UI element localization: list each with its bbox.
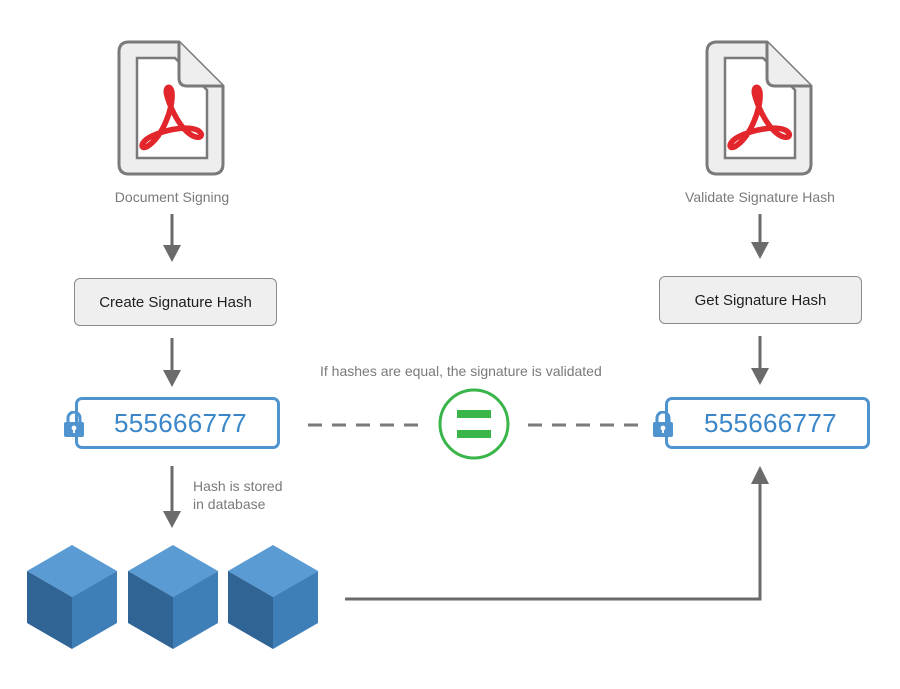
pdf-document-icon [119,42,223,174]
right-hash-field: 555666777 [665,397,870,449]
lock-icon [63,411,85,438]
comparison-note: If hashes are equal, the signature is va… [320,363,602,379]
storage-note-line: Hash is stored [193,478,283,494]
validate-signature-hash-caption: Validate Signature Hash [685,189,835,205]
arrow-up-connector [345,466,769,601]
equal-sign-icon [438,388,510,460]
arrow-down-icon [163,214,181,262]
get-signature-hash-button[interactable]: Get Signature Hash [659,276,862,324]
left-hash-value: 555666777 [114,407,247,438]
arrow-down-icon [751,214,769,259]
arrow-down-icon [163,466,181,528]
arrow-down-icon [751,336,769,385]
database-block-icon [228,545,318,649]
pdf-document-icon [707,42,811,174]
database-block-icon [128,545,218,649]
create-signature-hash-button[interactable]: Create Signature Hash [74,278,277,326]
arrow-down-icon [163,338,181,387]
left-hash-field: 555666777 [75,397,280,449]
storage-note: Hash is stored in database [193,477,282,513]
database-block-icon [27,545,117,649]
storage-note-line: in database [193,496,266,512]
lock-icon [652,411,674,438]
document-signing-caption: Document Signing [114,189,230,205]
right-hash-value: 555666777 [704,407,837,438]
